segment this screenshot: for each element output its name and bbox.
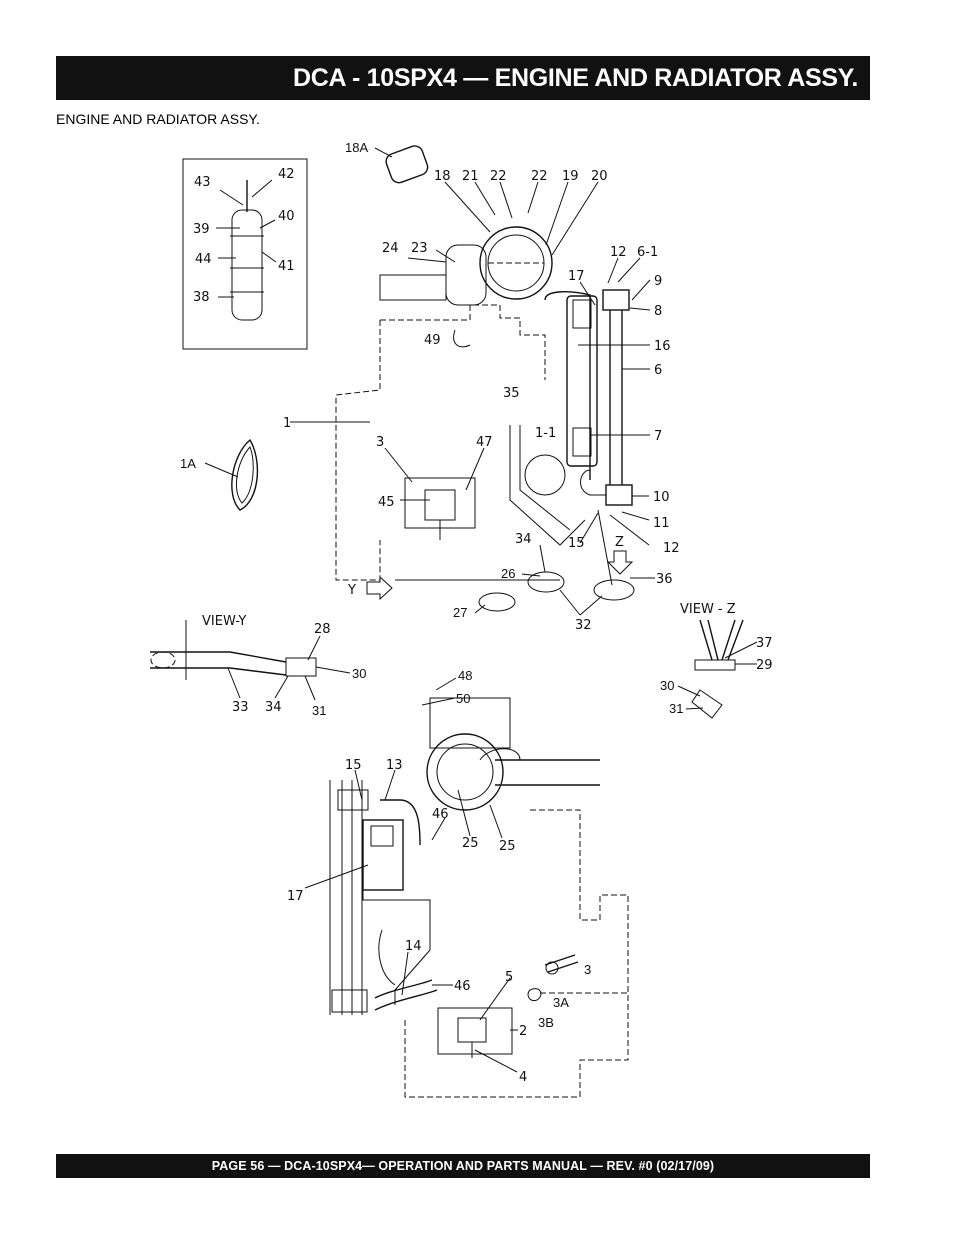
callout-28: 28 (314, 622, 331, 637)
callout-30: 30 (660, 678, 674, 693)
lower-engine-outline (329, 697, 630, 1098)
view-y-hose (150, 620, 317, 680)
fan-belt (231, 438, 259, 511)
callout-26: 26 (501, 566, 515, 581)
callout-17: 17 (287, 889, 304, 904)
callout-16: 16 (654, 339, 671, 354)
view-z-label: VIEW - Z (680, 602, 736, 617)
callout-44: 44 (195, 252, 212, 267)
callout-50: 50 (456, 691, 470, 706)
callout-9: 9 (654, 274, 662, 289)
page-footer: PAGE 56 — DCA-10SPX4— OPERATION AND PART… (56, 1154, 870, 1178)
reservoir-inset (182, 158, 308, 350)
callout-3B: 3B (538, 1015, 554, 1030)
view-y-label: VIEW-Y (202, 614, 246, 629)
callout-18: 18 (434, 169, 451, 184)
callout-1-1: 1-1 (535, 426, 556, 441)
callout-47: 47 (476, 435, 493, 450)
callout-3A: 3A (553, 995, 569, 1010)
callout-46: 46 (454, 979, 471, 994)
callout-19: 19 (562, 169, 579, 184)
callout-27: 27 (453, 605, 467, 620)
view-z-hoses (691, 619, 744, 719)
callout-31: 31 (312, 703, 326, 718)
arrow-z-label: Z (615, 535, 624, 550)
arrow-y-label: Y (347, 583, 356, 598)
callout-15: 15 (345, 758, 362, 773)
callout-6: 6 (654, 363, 662, 378)
callout-42: 42 (278, 167, 295, 182)
callout-4: 4 (519, 1070, 527, 1085)
callout-39: 39 (193, 222, 210, 237)
callout-46: 46 (432, 807, 449, 822)
callout-23: 23 (411, 241, 428, 256)
callout-45: 45 (378, 495, 395, 510)
callout-33: 33 (232, 700, 249, 715)
callout-34: 34 (265, 700, 282, 715)
callout-30: 30 (352, 666, 366, 681)
callout-25: 25 (499, 839, 516, 854)
callout-13: 13 (386, 758, 403, 773)
callout-1: 1 (283, 416, 291, 431)
callout-20: 20 (591, 169, 608, 184)
callout-1A: 1A (180, 456, 196, 471)
callout-32: 32 (575, 618, 592, 633)
callout-35: 35 (503, 386, 520, 401)
callout-2: 2 (519, 1024, 527, 1039)
callout-6-1: 6-1 (637, 245, 658, 260)
callout-25: 25 (462, 836, 479, 851)
view-arrows (366, 550, 634, 601)
callout-48: 48 (458, 668, 472, 683)
callout-40: 40 (278, 209, 295, 224)
callout-17: 17 (568, 269, 585, 284)
callout-38: 38 (193, 290, 210, 305)
callout-34: 34 (515, 532, 532, 547)
callout-labels: 18A 43 42 39 40 44 41 38 18 21 22 22 19 … (180, 140, 773, 1085)
callout-31: 31 (669, 701, 683, 716)
callout-37: 37 (756, 636, 773, 651)
air-filter-element (374, 145, 429, 184)
callout-43: 43 (194, 175, 211, 190)
callout-18A: 18A (345, 140, 368, 155)
callout-21: 21 (462, 169, 479, 184)
callout-22: 22 (490, 169, 507, 184)
page-title: DCA - 10SPX4 — ENGINE AND RADIATOR ASSY. (56, 56, 870, 100)
callout-11: 11 (653, 516, 670, 531)
callout-15: 15 (568, 536, 585, 551)
callout-24: 24 (382, 241, 399, 256)
callout-3: 3 (584, 962, 591, 977)
upper-engine-outline (335, 226, 635, 612)
callout-10: 10 (653, 490, 670, 505)
leader-lines (204, 181, 758, 1073)
callout-3: 3 (376, 435, 384, 450)
callout-49: 49 (424, 333, 441, 348)
callout-41: 41 (278, 259, 295, 274)
callout-22: 22 (531, 169, 548, 184)
callout-12: 12 (610, 245, 627, 260)
callout-36: 36 (656, 572, 673, 587)
callout-29: 29 (756, 658, 773, 673)
callout-5: 5 (505, 970, 513, 985)
callout-14: 14 (405, 939, 422, 954)
callout-12: 12 (663, 541, 680, 556)
callout-8: 8 (654, 304, 662, 319)
callout-7: 7 (654, 429, 662, 444)
section-label: ENGINE AND RADIATOR ASSY. (56, 111, 260, 127)
